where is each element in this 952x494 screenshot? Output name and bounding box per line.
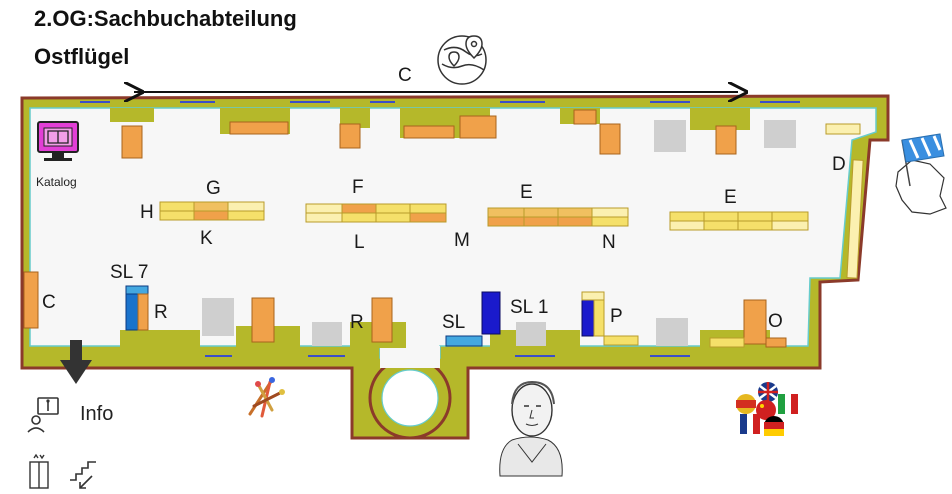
- shelf-sl1-blue: [481, 291, 501, 335]
- label-c-left: C: [42, 292, 56, 313]
- bavaria-flag-map-icon: [895, 133, 947, 215]
- grey-tables-top: [654, 120, 796, 152]
- label-d: D: [832, 154, 846, 175]
- shelf-r-mid: [371, 297, 393, 343]
- shelf-row-hgk: [159, 201, 265, 221]
- language-flags-icon: [736, 382, 798, 436]
- label-e-mid: E: [520, 182, 533, 203]
- label-n: N: [602, 232, 616, 253]
- label-sl1: SL 1: [510, 297, 548, 318]
- label-r-mid: R: [350, 312, 364, 333]
- shelf-p-bottom: [603, 335, 639, 346]
- elevator-icon[interactable]: [29, 453, 49, 489]
- shelf-row-fl: [305, 203, 447, 223]
- exit-arrow-down-icon: [60, 340, 92, 384]
- label-p: P: [610, 306, 623, 327]
- stairs-down-icon[interactable]: [70, 461, 96, 489]
- label-e-right: E: [724, 187, 737, 208]
- label-m: M: [454, 230, 470, 251]
- shelf-d-vertical: [846, 159, 864, 279]
- label-r-left: R: [154, 302, 168, 323]
- shelf-d-top: [825, 123, 861, 135]
- shelf-o-1: [743, 299, 767, 345]
- shelf-p-blue: [581, 299, 595, 337]
- label-k: K: [200, 228, 213, 249]
- shelf-o-2: [709, 337, 745, 348]
- label-sl7: SL 7: [110, 262, 148, 283]
- catalog-label: Katalog: [36, 175, 77, 189]
- catalog-computer-icon[interactable]: [37, 121, 79, 161]
- shelf-o-3: [765, 337, 787, 348]
- label-o: O: [768, 311, 783, 332]
- grey-table-1: [202, 298, 234, 336]
- label-h: H: [140, 202, 154, 223]
- label-sl: SL: [442, 312, 465, 333]
- shelf-c-left: [23, 271, 39, 329]
- grey-table-2: [312, 322, 342, 346]
- shelf-sl-lightblue: [445, 335, 483, 347]
- shelf-p-top: [581, 291, 605, 301]
- shelf-sl7-blue: [125, 289, 139, 331]
- label-c-top: C: [398, 65, 412, 86]
- shelf-p-yellow: [593, 299, 605, 337]
- wall-shelves-top: [121, 109, 737, 159]
- shelf-row-emn: [487, 207, 629, 227]
- label-l: L: [354, 232, 365, 253]
- art-brushes-icon: [248, 377, 285, 418]
- stair-passage: [380, 346, 440, 368]
- globe-map-pins-icon: [437, 35, 487, 85]
- goethe-portrait-icon: [499, 380, 563, 477]
- round-stair-inner: [381, 369, 439, 427]
- grey-table-3: [516, 322, 546, 346]
- label-g: G: [206, 178, 221, 199]
- shelf-sl7-top: [125, 285, 149, 295]
- shelf-row-e-right: [669, 211, 809, 231]
- grey-table-4: [656, 318, 688, 346]
- shelf-r-left: [137, 293, 149, 331]
- info-desk-person-icon[interactable]: [27, 397, 59, 433]
- shelf-lower-1: [251, 297, 275, 343]
- page-title-line-2: Ostflügel: [34, 44, 130, 69]
- label-f: F: [352, 177, 364, 198]
- page-title-line-1: 2.OG:Sachbuchabteilung: [34, 6, 297, 31]
- info-label: Info: [80, 403, 113, 425]
